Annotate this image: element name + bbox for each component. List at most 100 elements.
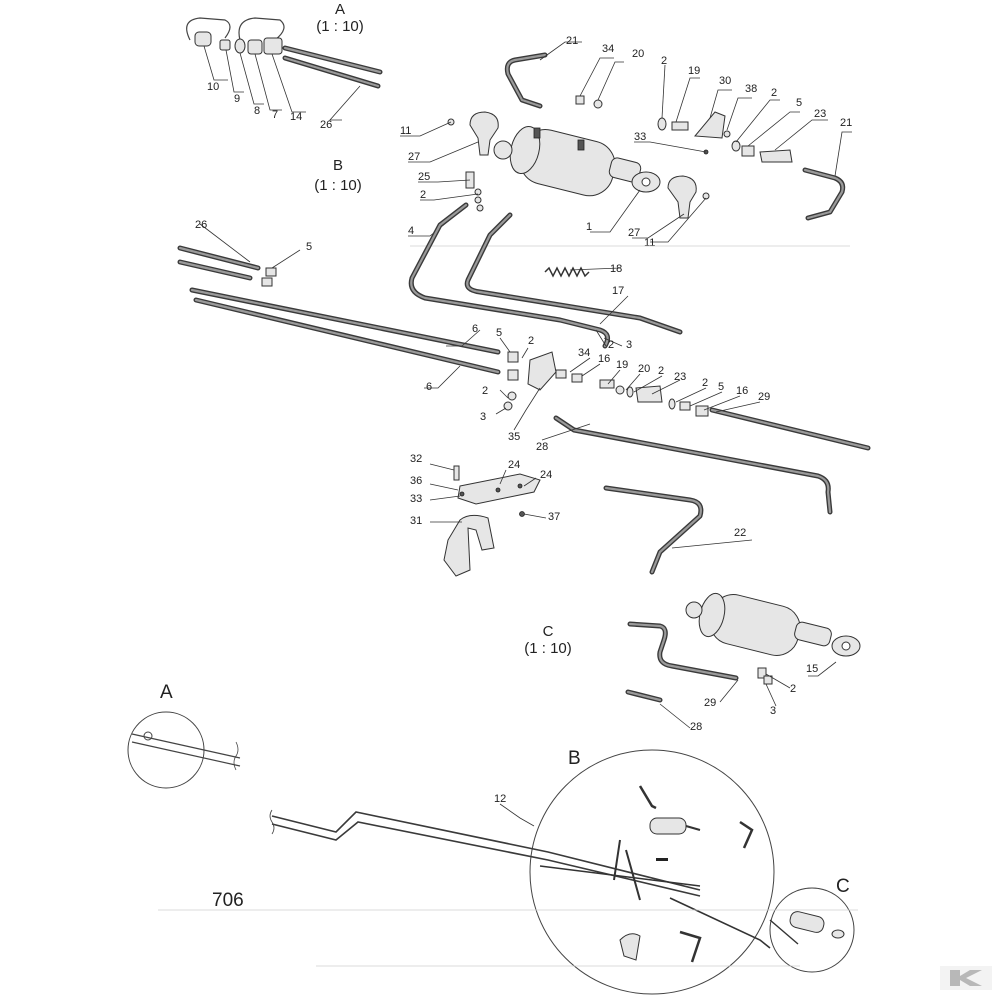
label-part-24a: 24: [508, 459, 520, 471]
callout-circle-b: [529, 749, 775, 995]
label-part-3a: 3: [626, 339, 632, 351]
callout-a-letter: A: [160, 682, 173, 703]
label-part-20a: 20: [632, 48, 644, 60]
label-part-2i: 2: [790, 683, 796, 695]
hose-21-left: [504, 52, 548, 109]
view-a-loop-1: [186, 17, 231, 41]
washer-20-top: [593, 99, 603, 109]
cylinder-1: [493, 125, 661, 197]
fitting-2-c: [757, 667, 767, 679]
bolt-32: [453, 465, 460, 481]
detail-view-a: A (1 : 10): [186, 1, 383, 121]
label-part-37: 37: [548, 511, 560, 523]
view-c-letter: C: [543, 623, 554, 640]
brand-k-logo-icon: [940, 966, 992, 990]
label-part-18: 18: [610, 263, 622, 275]
label-part-14: 14: [290, 111, 302, 123]
label-part-2b: 2: [771, 87, 777, 99]
nut-33-low: [459, 491, 465, 497]
label-part-33b: 33: [410, 493, 422, 505]
label-part-16b: 16: [736, 385, 748, 397]
mid-section-part-labels: 26 5 18 17 2 3 6 5 2 6 34 16 19 20 2 23 …: [195, 219, 770, 453]
bracket-27-upper: [469, 111, 499, 156]
callout-circle-c: [769, 887, 855, 973]
ring-2-right: [731, 140, 741, 152]
label-part-23a: 23: [814, 108, 826, 120]
bracket-part-labels: 32 24 36 24 33 37 31 22: [410, 453, 746, 539]
label-part-32: 32: [410, 453, 422, 465]
fitting-34-top: [575, 95, 585, 105]
overview-c-miniature: [769, 911, 845, 945]
label-part-5d: 5: [718, 381, 724, 393]
bracket-27-lower: [667, 175, 697, 219]
pin-38: [723, 130, 731, 138]
label-part-29b: 29: [704, 697, 716, 709]
label-part-5a: 5: [796, 97, 802, 109]
label-part-35: 35: [508, 431, 520, 443]
label-part-33a: 33: [634, 131, 646, 143]
label-part-36: 36: [410, 475, 422, 487]
fitting-10: [194, 31, 212, 47]
label-part-2a: 2: [661, 55, 667, 67]
label-part-28a: 28: [536, 441, 548, 453]
view-b-letter: B: [333, 157, 343, 174]
label-part-22: 22: [734, 527, 746, 539]
valve-23-mid: [635, 385, 663, 403]
label-part-25: 25: [418, 171, 430, 183]
plate-30: [693, 111, 726, 139]
label-part-30: 30: [719, 75, 731, 87]
label-part-27a: 27: [408, 151, 420, 163]
clip-11-lower: [702, 192, 710, 200]
label-part-19a: 19: [688, 65, 700, 77]
fitting-7: [247, 39, 263, 55]
label-part-34b: 34: [578, 347, 590, 359]
label-part-21b: 21: [840, 117, 852, 129]
label-part-2g: 2: [702, 377, 708, 389]
label-part-5b: 5: [306, 241, 312, 253]
hose-21-right: [802, 167, 846, 221]
cylinder-15: [685, 592, 861, 657]
label-part-23b: 23: [674, 371, 686, 383]
label-part-4: 4: [408, 225, 414, 237]
nut-37: [519, 511, 525, 517]
clamp-31: [443, 514, 495, 577]
label-part-21a: 21: [566, 35, 578, 47]
view-a-scale: (1 : 10): [316, 18, 364, 35]
bolt-19-mid: [599, 379, 615, 389]
hose-17: [464, 212, 683, 335]
label-part-9: 9: [234, 93, 240, 105]
fitting-5-top: [741, 145, 755, 157]
label-part-3b: 3: [480, 411, 486, 423]
label-part-2d: 2: [608, 339, 614, 351]
view-a-letter: A: [335, 1, 345, 18]
fitting-34-mid: [555, 369, 567, 379]
fitting-16-mid: [571, 373, 583, 383]
valve-23-top: [759, 149, 793, 163]
hose-28: [553, 415, 833, 515]
fitting-9: [219, 39, 231, 51]
label-part-2e: 2: [528, 335, 534, 347]
fitting-14: [263, 37, 283, 55]
label-part-6b: 6: [426, 381, 432, 393]
valve-block-35: [527, 351, 557, 391]
view-a-part-labels: 10 9 8 7 14 26: [207, 81, 332, 131]
fitting-5-b: [265, 267, 277, 277]
label-part-27b: 27: [628, 227, 640, 239]
cylinder-area-part-labels: 21 34 20 2 19 30 38 2 5 23 21 11 33 27 2…: [400, 35, 852, 249]
label-part-31: 31: [410, 515, 422, 527]
overview-b-miniature: [539, 785, 771, 963]
label-part-10: 10: [207, 81, 219, 93]
label-part-2c: 2: [420, 189, 426, 201]
label-part-3c: 3: [770, 705, 776, 717]
label-part-26: 26: [320, 119, 332, 131]
label-part-5c: 5: [496, 327, 502, 339]
label-part-8: 8: [254, 105, 260, 117]
view-c-part-labels: 15 2 29 3 28: [690, 663, 818, 733]
label-part-34a: 34: [602, 43, 614, 55]
label-part-28b: 28: [690, 721, 702, 733]
label-part-17: 17: [612, 285, 624, 297]
callout-b-letter: B: [568, 748, 581, 769]
page-number: 706: [212, 890, 244, 911]
label-part-2f: 2: [658, 365, 664, 377]
